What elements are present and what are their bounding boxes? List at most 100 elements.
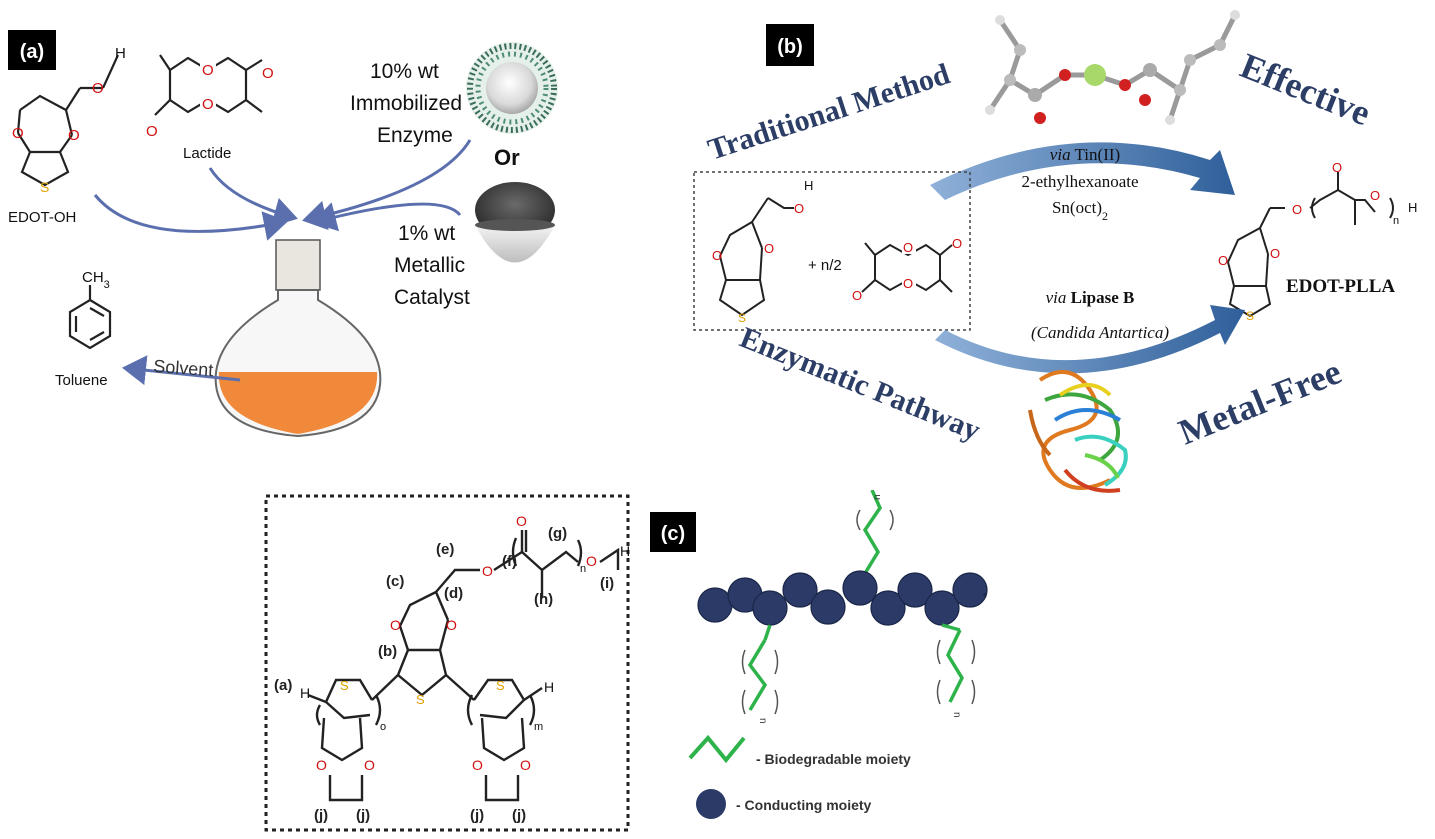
plla-n-subscript: n: [1393, 215, 1399, 227]
label-j-1: (j): [314, 807, 328, 824]
plla-oxygen-right: O: [1270, 246, 1280, 261]
edot-oh-b-oxygen: O: [794, 201, 804, 216]
solvent-label: Solvent: [153, 356, 214, 380]
label-i: (i): [600, 575, 614, 592]
reagent-arrows: [93, 139, 472, 241]
edot-plla-structure: [1227, 172, 1394, 318]
plla-oxygen-chain: O: [1370, 188, 1380, 203]
edot-oh-b-hydrogen: H: [804, 178, 813, 193]
plla-oxygen-carbonyl: O: [1332, 160, 1342, 175]
edot-oh-structure-b: [718, 197, 794, 317]
struct-hydrogen-right: H: [544, 679, 554, 695]
via-lipase-label: via Lipase B: [1046, 288, 1135, 307]
panel-a-label: (a): [20, 41, 44, 63]
lactide-carbonyl-right: O: [262, 65, 274, 82]
lipase-route-arrow: [935, 305, 1245, 374]
metal-text-line2: Metallic: [394, 254, 465, 277]
chain-sub-left: n: [757, 718, 768, 724]
panel-b-canvas: (b) Traditional Method Effective: [693, 10, 1417, 493]
chain-sub-right: n: [951, 712, 962, 718]
struct-oxygen-ester: O: [482, 563, 493, 579]
label-a: (a): [274, 677, 292, 694]
lactide-b-oxygen-bottom: O: [903, 276, 913, 291]
enzyme-text-line3: Enzyme: [377, 124, 453, 147]
ethylhexanoate-label: 2-ethylhexanoate: [1021, 172, 1138, 191]
tin-catalyst-molecule: [985, 10, 1240, 125]
solvent-arrow: [122, 355, 241, 386]
edot-plla-label: EDOT-PLLA: [1286, 276, 1395, 297]
panel-b-label: (b): [777, 36, 803, 58]
pedot-plla-structure: [307, 530, 620, 802]
struct-oxygen-left-1: O: [316, 757, 327, 773]
toluene-ch3: CH3: [82, 269, 110, 291]
lipase-protein-image: [1028, 370, 1128, 493]
edot-oh-oxygen-hydroxyl: O: [92, 80, 104, 97]
label-j-4: (j): [512, 807, 526, 824]
legend-conducting-label: - Conducting moiety: [736, 797, 872, 813]
lactide-b-oxygen-top: O: [903, 240, 913, 255]
struct-sub-m: m: [534, 721, 543, 733]
copolymer-illustration: n n n: [697, 489, 988, 724]
edot-oh-sulfur: S: [40, 179, 49, 195]
label-h: (h): [534, 591, 553, 608]
struct-sub-n: n: [580, 563, 586, 575]
edot-oh-structure: [16, 54, 120, 187]
snoct-label: Sn(oct)2: [1052, 198, 1108, 223]
struct-hydrogen-top: H: [620, 543, 630, 559]
struct-oxygen-ring-right: O: [446, 617, 457, 633]
label-e: (e): [436, 541, 454, 558]
label-g: (g): [548, 525, 567, 542]
legend-conducting-icon: [696, 789, 726, 819]
label-b: (b): [378, 643, 397, 660]
immobilized-enzyme-bead: [466, 42, 558, 134]
via-tin-label: via Tin(II): [1050, 145, 1120, 164]
label-j-2: (j): [356, 807, 370, 824]
panel-b: (b) Traditional Method Effective: [690, 0, 1435, 510]
struct-sub-o: o: [380, 721, 386, 733]
legend-biodegradable-label: - Biodegradable moiety: [756, 751, 911, 767]
plla-hydrogen: H: [1408, 200, 1417, 215]
lactide-oxygen-top: O: [202, 62, 214, 79]
label-d: (d): [444, 585, 463, 602]
tin-route-arrow: [930, 142, 1235, 200]
metal-text-line1: 1% wt: [398, 222, 455, 245]
struct-oxygen-chain: O: [586, 553, 597, 569]
struct-oxygen-right-2: O: [520, 757, 531, 773]
lactide-label: Lactide: [183, 145, 231, 162]
struct-oxygen-ring-left: O: [390, 617, 401, 633]
panel-c-label: (c): [661, 523, 685, 545]
struct-sulfur-middle: S: [416, 692, 425, 707]
lactide-oxygen-bottom: O: [202, 96, 214, 113]
plla-sulfur: S: [1246, 309, 1254, 323]
enzyme-text-line1: 10% wt: [370, 60, 439, 83]
toluene-label: Toluene: [55, 372, 108, 389]
chain-sub-top: n: [872, 494, 883, 500]
panel-a-canvas: (a) H O O O S EDOT-OH O O O: [8, 30, 558, 438]
lactide-b-carbonyl-right: O: [952, 236, 962, 251]
legend-biodegradable-icon: [688, 734, 746, 764]
panel-a: (a) H O O O S EDOT-OH O O O: [0, 0, 560, 440]
label-f: (f): [502, 553, 517, 570]
struct-sulfur-left: S: [340, 678, 349, 693]
lactide-carbonyl-left: O: [146, 123, 158, 140]
panel-c: O O O H n O O S S S H H o m O O O O (a) …: [260, 489, 1020, 834]
edot-oh-b-oxygen-right: O: [764, 241, 774, 256]
struct-hydrogen-left: H: [300, 685, 310, 701]
struct-sulfur-right: S: [496, 678, 505, 693]
plus-n2-label: + n/2: [808, 257, 842, 274]
edot-oh-oxygen-left: O: [12, 125, 24, 142]
edot-oh-hydrogen: H: [115, 45, 126, 62]
label-c: (c): [386, 573, 404, 590]
edot-oh-b-sulfur: S: [738, 311, 746, 325]
edot-oh-oxygen-right: O: [68, 127, 80, 144]
plla-oxygen-ester: O: [1292, 202, 1302, 217]
panel-c-canvas: O O O H n O O S S S H H o m O O O O (a) …: [264, 489, 988, 832]
effective-title: Effective: [1235, 45, 1376, 133]
metal-text-line3: Catalyst: [394, 286, 470, 309]
or-label: Or: [494, 145, 520, 170]
edot-oh-b-oxygen-left: O: [712, 248, 722, 263]
enzyme-text-line2: Immobilized: [350, 92, 462, 115]
struct-oxygen-left-2: O: [364, 757, 375, 773]
panel-b-label-box: [766, 24, 814, 66]
reactants-box: [693, 171, 971, 331]
